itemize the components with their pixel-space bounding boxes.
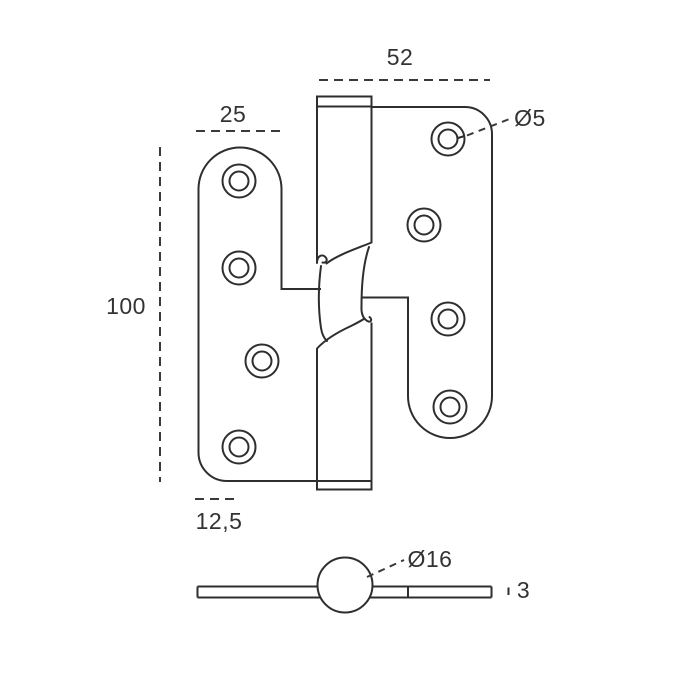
dimension-52: 52: [319, 44, 490, 81]
dimension-12-5: 12,5: [195, 498, 243, 534]
upper-cut-hook: [316, 254, 328, 264]
dimension-knuckle-diameter: Ø16: [366, 546, 453, 578]
dimension-label-12-5: 12,5: [196, 508, 243, 534]
dimension-label-25: 25: [220, 101, 247, 127]
bottom-view: Ø16 3: [196, 546, 530, 614]
left-leaf-screw-holes: [221, 163, 280, 465]
screw-hole: [221, 429, 257, 465]
dimension-label-100: 100: [106, 293, 146, 319]
barrel-bottom-cap: [316, 480, 373, 491]
screw-hole: [406, 207, 442, 243]
leader-line: [366, 559, 405, 578]
lower-cut-hook: [360, 305, 373, 323]
leader-line: [466, 117, 513, 137]
dimension-label-3: 3: [517, 577, 530, 603]
lower-helical-cut: [316, 317, 366, 349]
front-view: 52 25 100 12,5 Ø5: [106, 44, 546, 534]
left-leaf-outline: [197, 146, 321, 482]
screw-hole: [432, 389, 468, 425]
screw-hole: [221, 250, 257, 286]
joint-left-silhouette: [317, 265, 328, 342]
dimension-25: 25: [196, 101, 281, 132]
screw-hole: [244, 343, 280, 379]
knuckle-section-circle: [316, 556, 374, 614]
dimension-thickness: 3: [507, 577, 530, 603]
right-leaf-screw-holes: [406, 121, 468, 425]
dimension-label-52: 52: [387, 44, 414, 70]
screw-hole: [430, 301, 466, 337]
leader-start: [456, 135, 465, 140]
dimension-label-o16: Ø16: [408, 546, 453, 572]
right-leaf-outline: [361, 106, 493, 439]
upper-helical-cut: [325, 241, 373, 265]
joint-right-silhouette: [360, 246, 370, 307]
knuckle-barrel: [316, 95, 373, 491]
screw-hole: [430, 121, 466, 157]
barrel-top-cap: [316, 95, 373, 108]
dimension-label-o5: Ø5: [514, 105, 546, 131]
dimension-100: 100: [106, 147, 161, 482]
screw-hole: [221, 163, 257, 199]
dimension-hole-diameter: Ø5: [456, 105, 546, 140]
